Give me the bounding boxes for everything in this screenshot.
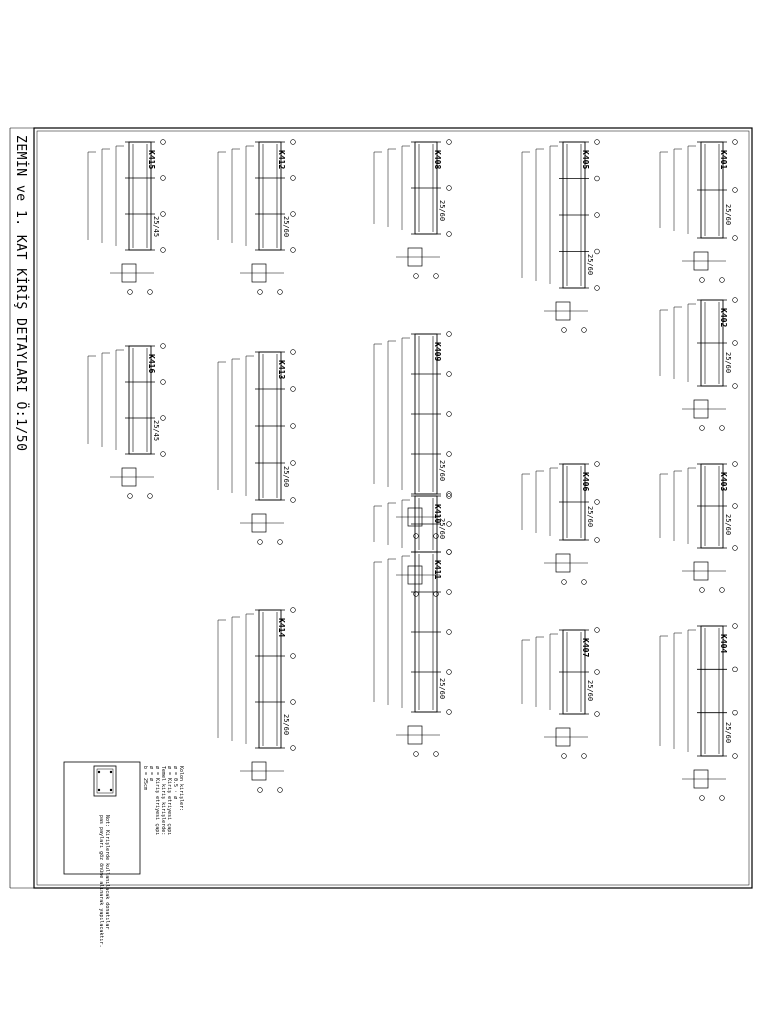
beam-detail-k416 [87,343,166,499]
sheet-border [33,127,753,889]
beam-detail-k405 [521,139,600,333]
beam-detail-k411 [373,549,452,757]
legend-box [63,761,141,875]
beam-detail-k413 [217,349,296,545]
beam-detail-k406 [521,461,600,585]
beam-detail-k415 [87,139,166,295]
legend-section-icon [93,765,117,797]
beam-detail-k404 [659,623,738,801]
beam-detail-k402 [659,297,738,431]
beam-detail-k407 [521,627,600,759]
beam-detail-k414 [217,607,296,793]
beam-detail-k401 [659,139,738,283]
beam-detail-k408 [373,139,452,279]
beam-detail-k403 [659,461,738,593]
beam-detail-k412 [217,139,296,295]
